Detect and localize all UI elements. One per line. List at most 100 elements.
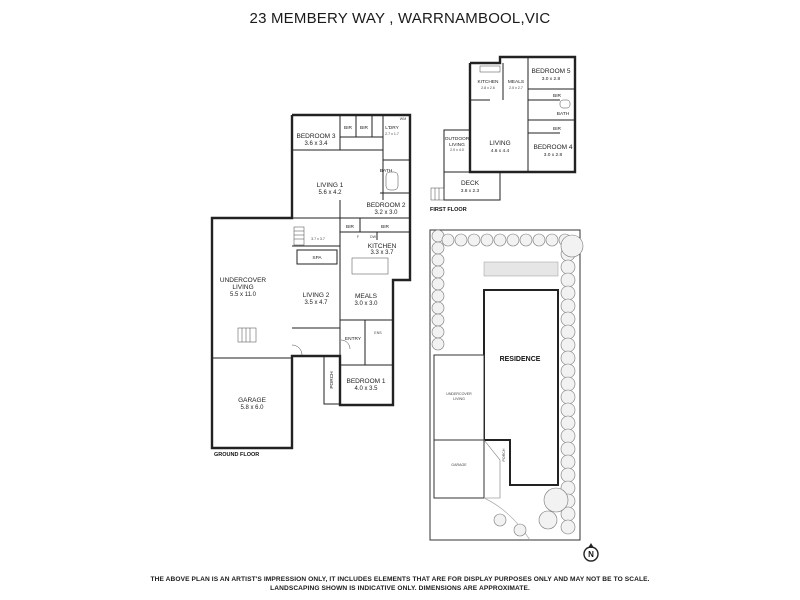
shrub-icon [532, 233, 546, 247]
shrub-icon [560, 519, 576, 535]
ground-floor-labels: BEDROOM 3 3.6 x 3.4 BIR BIR L'DRY 2.7 x … [214, 117, 406, 458]
room-living2-dims: 3.5 x 4.7 [304, 300, 328, 306]
room-entry-label: ENTRY [345, 336, 362, 342]
ff-meals-dims: 2.0 x 2.7 [509, 86, 523, 90]
room-bir-label: BIR [346, 224, 355, 230]
shrub-icon [560, 467, 576, 483]
ff-deck-dims: 3.8 x 2.3 [461, 188, 480, 194]
shrub-icon [431, 289, 445, 303]
shrub-icon [560, 376, 576, 392]
site-residence-label: RESIDENCE [500, 356, 541, 363]
shrub-icon [431, 277, 445, 291]
shrub-icon [538, 510, 558, 530]
north-arrow-label: N [588, 550, 594, 559]
ff-deck-label: DECK [461, 180, 480, 187]
ff-bedroom5-dims: 3.0 x 2.8 [542, 76, 561, 82]
disclaimer-line1: THE ABOVE PLAN IS AN ARTIST'S IMPRESSION… [150, 576, 650, 583]
room-ldry-dims: 2.7 x 1.7 [385, 132, 399, 136]
ff-bir-label: BIR [553, 126, 562, 132]
ff-bir-label: BIR [553, 93, 562, 99]
shrub-icon [431, 337, 445, 351]
shrub-icon [560, 234, 584, 258]
shrub-icon [560, 415, 576, 431]
room-undercover-dims: 5.5 x 11.0 [230, 292, 257, 298]
shrub-icon [543, 487, 569, 513]
ground-floor-plan [210, 113, 412, 450]
first-floor-label: FIRST FLOOR [430, 207, 467, 213]
shrub-icon [560, 363, 576, 379]
room-ldry-label: L'DRY [385, 125, 399, 131]
shrub-icon [560, 350, 576, 366]
shrub-icon [560, 259, 576, 275]
plan-title: 23 MEMBERY WAY , WARRNAMBOOL,VIC [249, 10, 551, 27]
shrub-icon [441, 233, 455, 247]
shrub-icon [431, 325, 445, 339]
shrub-icon [493, 513, 507, 527]
room-bedroom2-dims: 3.2 x 3.0 [374, 210, 398, 216]
site-plan [429, 229, 581, 541]
site-porch-label: PORCH [502, 448, 506, 461]
shrub-icon [560, 389, 576, 405]
shrub-icon [431, 313, 445, 327]
ground-floor-label: GROUND FLOOR [214, 452, 259, 458]
room-ens-label: ENS [374, 331, 382, 335]
pantry-dw-label: DW [370, 235, 377, 239]
ff-kitchen-dims: 2.8 x 2.6 [481, 86, 495, 90]
ff-kitchen-label: KITCHEN [477, 79, 499, 85]
site-labels: RESIDENCE UNDERCOVER LIVING GARAGE PORCH [446, 356, 541, 467]
ff-living-dims: 4.6 x 4.4 [491, 148, 510, 154]
shrub-icon [506, 233, 520, 247]
shrub-icon [431, 253, 445, 267]
ff-living-label: LIVING [489, 140, 510, 147]
room-kitchen-label: KITCHEN [368, 243, 397, 250]
room-meals-dims: 3.0 x 3.0 [354, 301, 378, 307]
room-wm-label: WM [400, 117, 406, 121]
ff-meals-label: MEALS [508, 79, 524, 85]
first-floor-plan [430, 55, 577, 201]
room-bedroom2-label: BEDROOM 2 [366, 202, 405, 209]
site-undercover-label: UNDERCOVER [446, 392, 472, 396]
ff-outdoor-label: OUTDOOR [445, 136, 470, 142]
room-garage-label: GARAGE [238, 397, 266, 404]
room-bir-label: BIR [360, 125, 369, 131]
spa-label: SPA [312, 255, 322, 261]
shrub-icon [467, 233, 481, 247]
shrub-icon [560, 285, 576, 301]
room-bath-label: BATH [380, 168, 393, 174]
ff-outdoor-label2: LIVING [449, 142, 465, 148]
room-garage-dims: 5.8 x 6.0 [240, 405, 264, 411]
shrub-icon [560, 337, 576, 353]
shrub-icon [560, 311, 576, 327]
shrub-icon [431, 301, 445, 315]
ff-outdoor-dims: 2.0 x 4.0 [450, 148, 464, 152]
north-arrow: N [583, 543, 599, 562]
shrub-icon [431, 265, 445, 279]
room-bir-label: BIR [381, 224, 390, 230]
shrub-icon [560, 272, 576, 288]
room-bedroom1-dims: 4.0 x 3.5 [354, 386, 378, 392]
shrub-icon [560, 428, 576, 444]
stair-dims: 3.7 x 3.7 [311, 237, 325, 241]
room-meals-label: MEALS [355, 293, 378, 300]
room-living2-label: LIVING 2 [303, 292, 330, 299]
site-garage-label: GARAGE [451, 463, 467, 467]
shrub-icon [560, 454, 576, 470]
shrub-icon [480, 233, 494, 247]
first-floor-labels: KITCHEN 2.8 x 2.6 MEALS 2.0 x 2.7 BEDROO… [430, 68, 573, 213]
shrub-icon [431, 241, 445, 255]
room-living1-dims: 5.6 x 4.2 [318, 190, 342, 196]
shrub-icon [545, 233, 559, 247]
room-porch-label: PORCH [329, 371, 335, 389]
ff-bedroom4-dims: 3.0 x 2.8 [544, 152, 563, 158]
room-living1-label: LIVING 1 [317, 182, 344, 189]
room-bir-label: BIR [344, 125, 353, 131]
shrub-icon [560, 298, 576, 314]
room-undercover-label: UNDERCOVER [220, 277, 267, 284]
shrub-icon [513, 523, 527, 537]
room-bedroom3-label: BEDROOM 3 [296, 133, 335, 140]
room-undercover-label2: LIVING [232, 284, 253, 291]
room-kitchen-dims: 3.3 x 3.7 [370, 250, 394, 256]
shrub-icon [454, 233, 468, 247]
ff-bath-label: BATH [557, 111, 570, 117]
